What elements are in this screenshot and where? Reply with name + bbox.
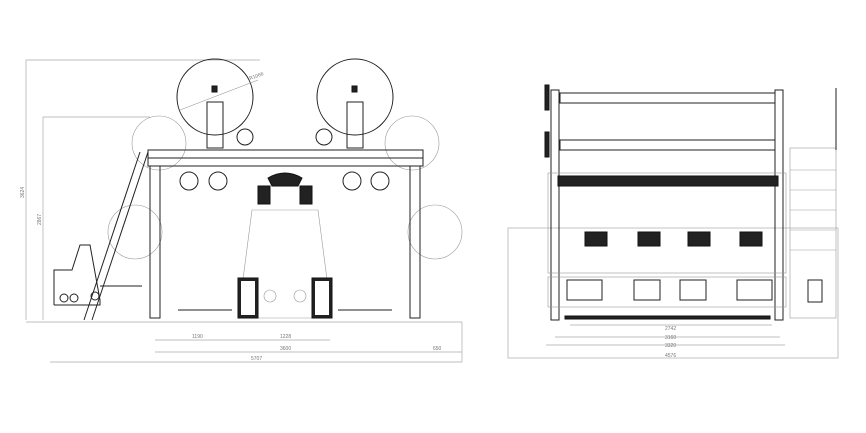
dim-side-overall-width: 4576	[665, 353, 676, 359]
dim-frame-height: 2867	[37, 214, 43, 225]
dim-span-center: 1228	[280, 334, 291, 340]
dim-right-offset: 650	[433, 346, 442, 352]
dim-beam-radius: R1066	[249, 71, 265, 82]
dim-outer-width: 3320	[665, 343, 676, 349]
dim-side-frame-width: 3160	[665, 335, 676, 341]
dim-overall-width: 5707	[251, 356, 262, 362]
front-view: R1066	[20, 58, 463, 363]
side-view: 2742 3160 3320 4576	[507, 84, 839, 359]
dim-inner-width: 2742	[665, 326, 676, 332]
dim-frame-width: 3600	[280, 346, 291, 352]
dim-overall-height: 3624	[20, 187, 26, 198]
dim-span-left: 1190	[192, 334, 203, 340]
